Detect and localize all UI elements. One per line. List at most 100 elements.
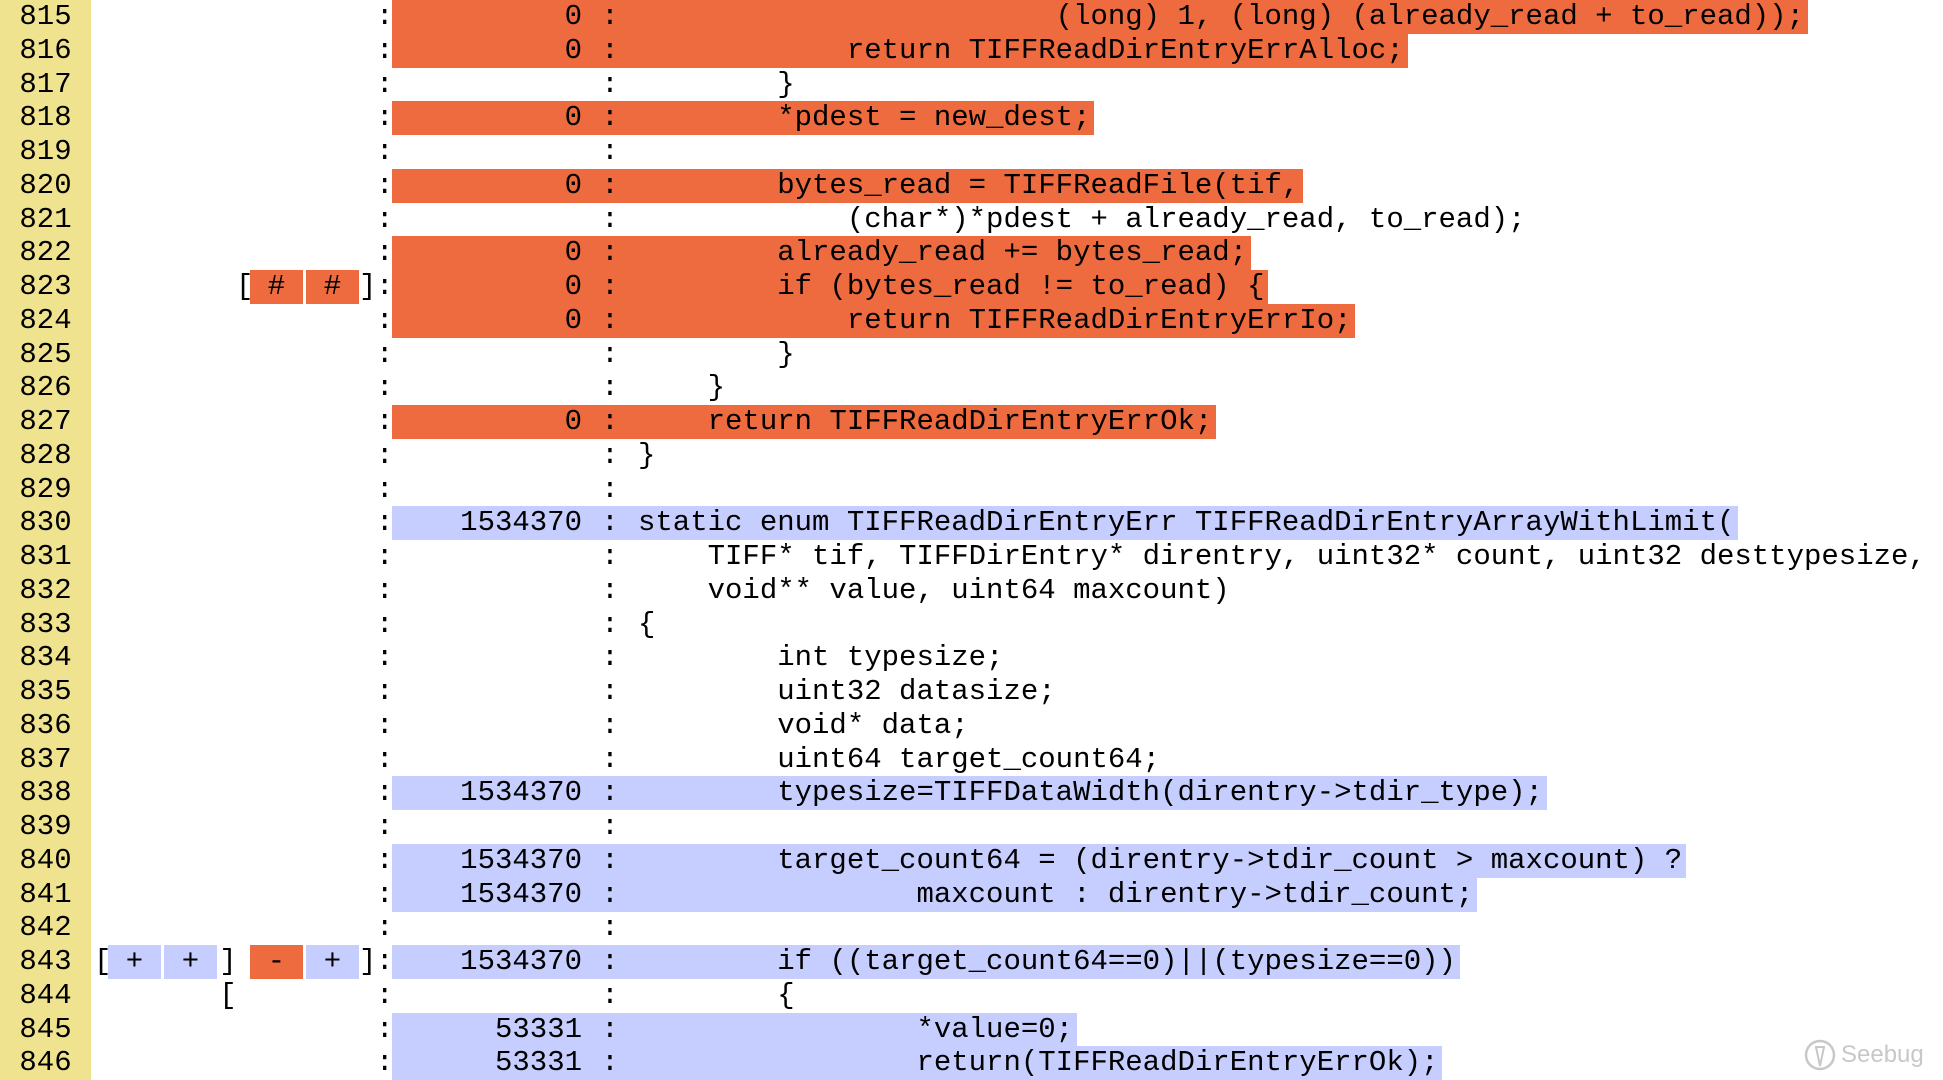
column-separator: : xyxy=(601,506,619,540)
source-line: 815:0: (long) 1, (long) (already_read + … xyxy=(0,0,1943,34)
execution-count: 0 xyxy=(564,303,582,337)
source-code: } xyxy=(638,371,726,405)
line-number: 841 xyxy=(19,877,72,911)
line-number: 830 xyxy=(19,506,72,540)
column-separator: : xyxy=(601,101,619,135)
execution-count: 1534370 xyxy=(460,843,582,877)
execution-count xyxy=(392,540,582,574)
line-number: 838 xyxy=(19,776,72,810)
source-code: uint32 datasize; xyxy=(638,675,1056,708)
executed-line-highlight xyxy=(392,1046,1443,1080)
line-number: 840 xyxy=(19,843,72,877)
line-number: 833 xyxy=(19,607,72,641)
seebug-logo-icon xyxy=(1804,1039,1836,1071)
column-separator: : xyxy=(376,945,394,978)
line-number: 831 xyxy=(19,540,72,573)
column-separator: : xyxy=(601,708,619,742)
line-number: 845 xyxy=(19,1012,72,1046)
execution-count xyxy=(392,135,582,169)
branch-bracket: ] xyxy=(359,945,377,978)
source-code: target_count64 = (direntry->tdir_count >… xyxy=(638,843,1683,877)
column-separator: : xyxy=(601,303,619,337)
source-line: 816:0: return TIFFReadDirEntryErrAlloc; xyxy=(0,33,1943,68)
column-separator: : xyxy=(601,33,619,67)
source-line: 826:: } xyxy=(0,371,1943,405)
unexecuted-line-highlight xyxy=(392,101,1095,136)
column-separator: : xyxy=(376,540,394,573)
execution-count xyxy=(392,675,582,709)
line-number: 820 xyxy=(19,168,72,202)
execution-count: 1534370 xyxy=(460,506,582,540)
column-separator: : xyxy=(601,168,619,202)
line-number: 835 xyxy=(19,675,72,708)
source-line: 841:1534370: maxcount : direntry->tdir_c… xyxy=(0,877,1943,912)
unexecuted-line-highlight xyxy=(392,405,1217,439)
column-separator: : xyxy=(376,877,394,911)
column-separator: : xyxy=(376,1012,394,1046)
source-line: 829:: xyxy=(0,473,1943,507)
column-separator: : xyxy=(376,303,394,337)
column-separator: : xyxy=(376,978,394,1012)
source-line: 824:0: return TIFFReadDirEntryErrIo; xyxy=(0,303,1943,338)
column-separator: : xyxy=(376,101,394,135)
line-number: 819 xyxy=(19,135,72,168)
column-separator: : xyxy=(601,135,619,168)
column-separator: : xyxy=(376,236,394,270)
executed-line-highlight xyxy=(392,945,1460,979)
source-line: 842:: xyxy=(0,911,1943,945)
source-line: 845:53331: *value=0; xyxy=(0,1012,1943,1047)
branch-taken-marker: + xyxy=(306,945,359,979)
source-line: 818:0: *pdest = new_dest; xyxy=(0,101,1943,136)
column-separator: : xyxy=(601,810,619,843)
source-code: typesize=TIFFDataWidth(direntry->tdir_ty… xyxy=(638,776,1543,810)
source-line: 827:0: return TIFFReadDirEntryErrOk; xyxy=(0,405,1943,439)
execution-count: 0 xyxy=(564,270,582,303)
column-separator: : xyxy=(376,573,394,607)
line-number: 824 xyxy=(19,303,72,337)
branch-bracket: ][ xyxy=(219,945,237,1012)
source-line: 840:1534370: target_count64 = (direntry-… xyxy=(0,843,1943,878)
execution-count xyxy=(392,338,582,372)
column-separator: : xyxy=(601,67,619,101)
execution-count xyxy=(392,439,582,473)
source-line: 839:: xyxy=(0,810,1943,844)
execution-count: 1534370 xyxy=(460,877,582,911)
source-code: return TIFFReadDirEntryErrAlloc; xyxy=(638,33,1404,67)
line-number: 828 xyxy=(19,438,72,472)
column-separator: : xyxy=(601,1012,619,1046)
execution-count: 0 xyxy=(564,236,582,270)
line-number: 821 xyxy=(19,202,72,236)
source-line: 846:53331: return(TIFFReadDirEntryErrOk)… xyxy=(0,1046,1943,1080)
line-number: 843 xyxy=(19,945,72,978)
watermark-text: Seebug xyxy=(1841,1041,1924,1068)
source-line: 823[##]:0: if (bytes_read != to_read) { xyxy=(0,270,1943,304)
column-separator: : xyxy=(601,472,619,506)
source-line: 822:0: already_read += bytes_read; xyxy=(0,236,1943,271)
unexecuted-line-highlight xyxy=(392,33,1408,68)
column-separator: : xyxy=(376,472,394,506)
column-separator: : xyxy=(601,573,619,607)
line-number: 816 xyxy=(19,33,72,67)
line-number: 823 xyxy=(19,270,72,303)
column-separator: : xyxy=(601,438,619,472)
source-code: } xyxy=(638,438,656,472)
execution-count xyxy=(392,473,582,507)
column-separator: : xyxy=(601,202,619,236)
column-separator: : xyxy=(376,337,394,371)
unexecuted-line-highlight xyxy=(392,0,1808,34)
branch-taken-marker: + xyxy=(108,945,161,979)
source-line: 832:: void** value, uint64 maxcount) xyxy=(0,574,1943,608)
column-separator: : xyxy=(376,135,394,168)
source-code: void* data; xyxy=(638,708,969,742)
source-code: bytes_read = TIFFReadFile(tif, xyxy=(638,168,1300,202)
line-number: 817 xyxy=(19,67,72,101)
source-code: int typesize; xyxy=(638,641,1004,675)
line-number: 826 xyxy=(19,371,72,405)
column-separator: : xyxy=(376,607,394,641)
line-number: 827 xyxy=(19,405,72,438)
execution-count xyxy=(392,743,582,777)
source-code: maxcount : direntry->tdir_count; xyxy=(638,877,1474,911)
column-separator: : xyxy=(376,641,394,675)
column-separator: : xyxy=(601,540,619,573)
execution-count xyxy=(392,641,582,675)
